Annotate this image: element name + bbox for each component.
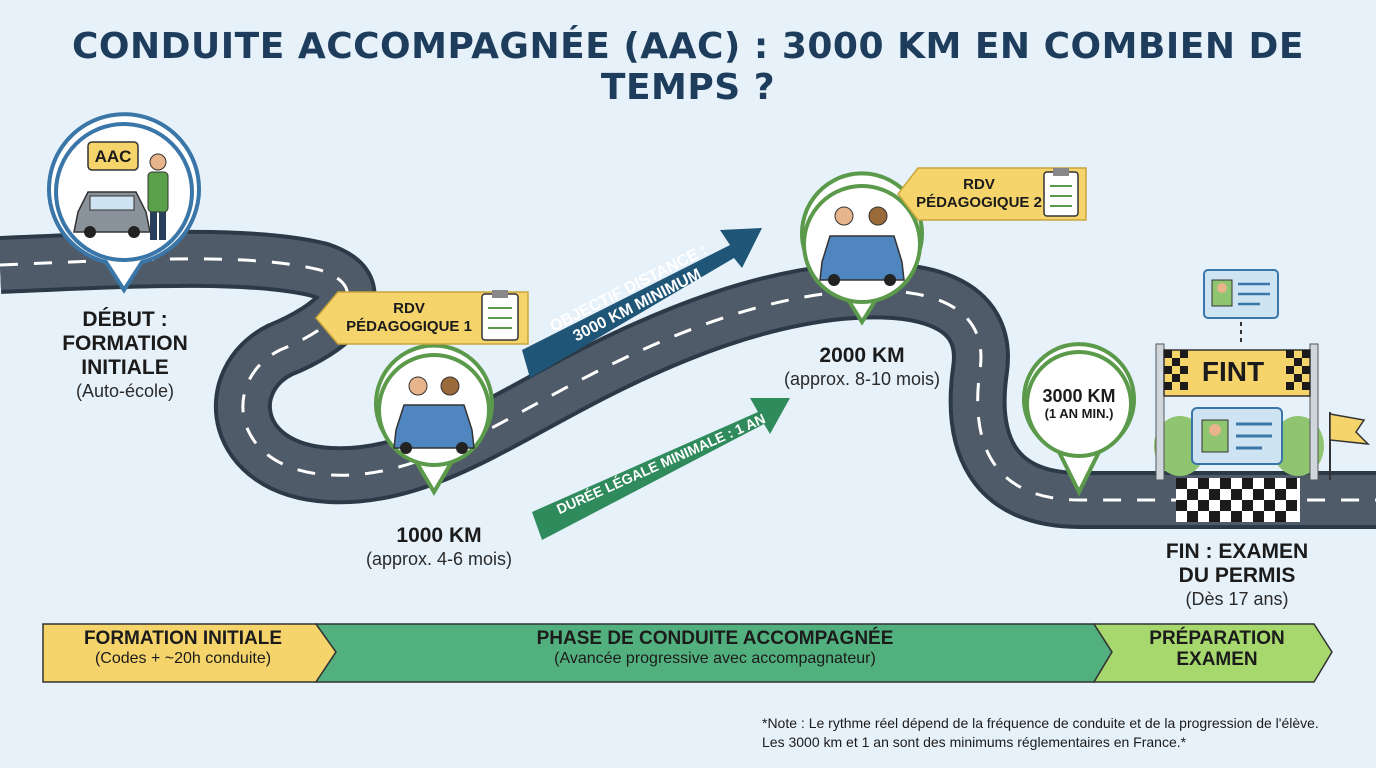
finish-gate — [1154, 269, 1371, 481]
rdv2-line2: PÉDAGOGIQUE 2 — [916, 194, 1042, 211]
car-icon — [819, 206, 905, 286]
phase-accompanied: PHASE DE CONDUITE ACCOMPAGNÉE (Avancée p… — [336, 628, 1094, 668]
duration-arrow — [532, 398, 790, 540]
rdv2-label: RDV PÉDAGOGIQUE 2 — [916, 176, 1042, 212]
clipboard-icon — [481, 290, 519, 341]
start-title-line2: FORMATION — [62, 332, 188, 355]
phase-accompanied-title: PHASE DE CONDUITE ACCOMPAGNÉE — [536, 628, 894, 649]
pin-1000km — [374, 343, 494, 496]
distance-arrow — [522, 228, 762, 378]
rdv1-line1: RDV — [393, 300, 425, 317]
finish-title-line2: DU PERMIS — [1178, 564, 1296, 587]
license-card-icon — [1203, 269, 1279, 319]
km3000-label: 3000 KM (1 AN MIN.) — [1032, 386, 1126, 422]
km2000-sub: (approx. 8-10 mois) — [783, 369, 941, 389]
phase-accompanied-sub: (Avancée progressive avec accompagnateur… — [554, 650, 876, 667]
car-icon — [73, 191, 151, 238]
finish-title-line1: FIN : EXAMEN — [1165, 540, 1309, 563]
phase-bar — [42, 623, 1333, 683]
pin-3000km — [1022, 342, 1136, 497]
km1000-sub: (approx. 4-6 mois) — [365, 549, 513, 569]
license-card-icon — [1191, 407, 1283, 465]
checkered-banner-icon — [1163, 349, 1311, 397]
km1000-label: 1000 KM (approx. 4-6 mois) — [344, 524, 534, 570]
km2000-title: 2000 KM — [819, 344, 905, 367]
instructor-icon — [147, 153, 169, 240]
phase-initial: FORMATION INITIALE (Codes + ~20h conduit… — [50, 628, 316, 668]
phase-exam-line1: PRÉPARATION — [1149, 628, 1285, 649]
start-title-line1: DÉBUT : — [82, 308, 168, 331]
phase-initial-sub: (Codes + ~20h conduite) — [94, 650, 272, 667]
phase-exam-line2: EXAMEN — [1176, 649, 1258, 670]
aac-bubble-text: AAC — [95, 147, 132, 166]
car-icon — [393, 376, 475, 454]
start-label: DÉBUT : FORMATION INITIALE (Auto-école) — [40, 308, 210, 402]
rdv1-line2: PÉDAGOGIQUE 1 — [346, 318, 472, 335]
finish-sub: (Dès 17 ans) — [1185, 589, 1289, 609]
page-title: CONDUITE ACCOMPAGNÉE (AAC) : 3000 KM EN … — [72, 26, 1304, 108]
footnote: *Note : Le rythme réel dépend de la fréq… — [762, 715, 1319, 750]
pin-2000km — [800, 171, 924, 326]
km2000-label: 2000 KM (approx. 8-10 mois) — [762, 344, 962, 390]
km1000-title: 1000 KM — [396, 524, 482, 547]
start-title-line3: INITIALE — [81, 356, 169, 379]
km3000-title: 3000 KM — [1042, 386, 1116, 406]
rdv2-line1: RDV — [963, 176, 995, 193]
finish-label: FIN : EXAMEN DU PERMIS (Dès 17 ans) — [1142, 540, 1332, 610]
rdv1-tag — [315, 290, 529, 345]
clipboard-icon — [1043, 168, 1079, 217]
finish-banner-text: FINT — [1201, 356, 1265, 387]
rdv2-tag — [897, 167, 1087, 221]
rdv1-label: RDV PÉDAGOGIQUE 1 — [338, 300, 480, 336]
start-pin: AAC — [47, 112, 201, 294]
km3000-sub: (1 AN MIN.) — [1044, 406, 1114, 421]
start-sub: (Auto-école) — [75, 381, 175, 401]
flag-icon — [1329, 412, 1371, 480]
phase-exam: PRÉPARATION EXAMEN — [1112, 628, 1322, 670]
checkered-road-finish — [1176, 478, 1300, 522]
phase-initial-title: FORMATION INITIALE — [83, 628, 283, 649]
